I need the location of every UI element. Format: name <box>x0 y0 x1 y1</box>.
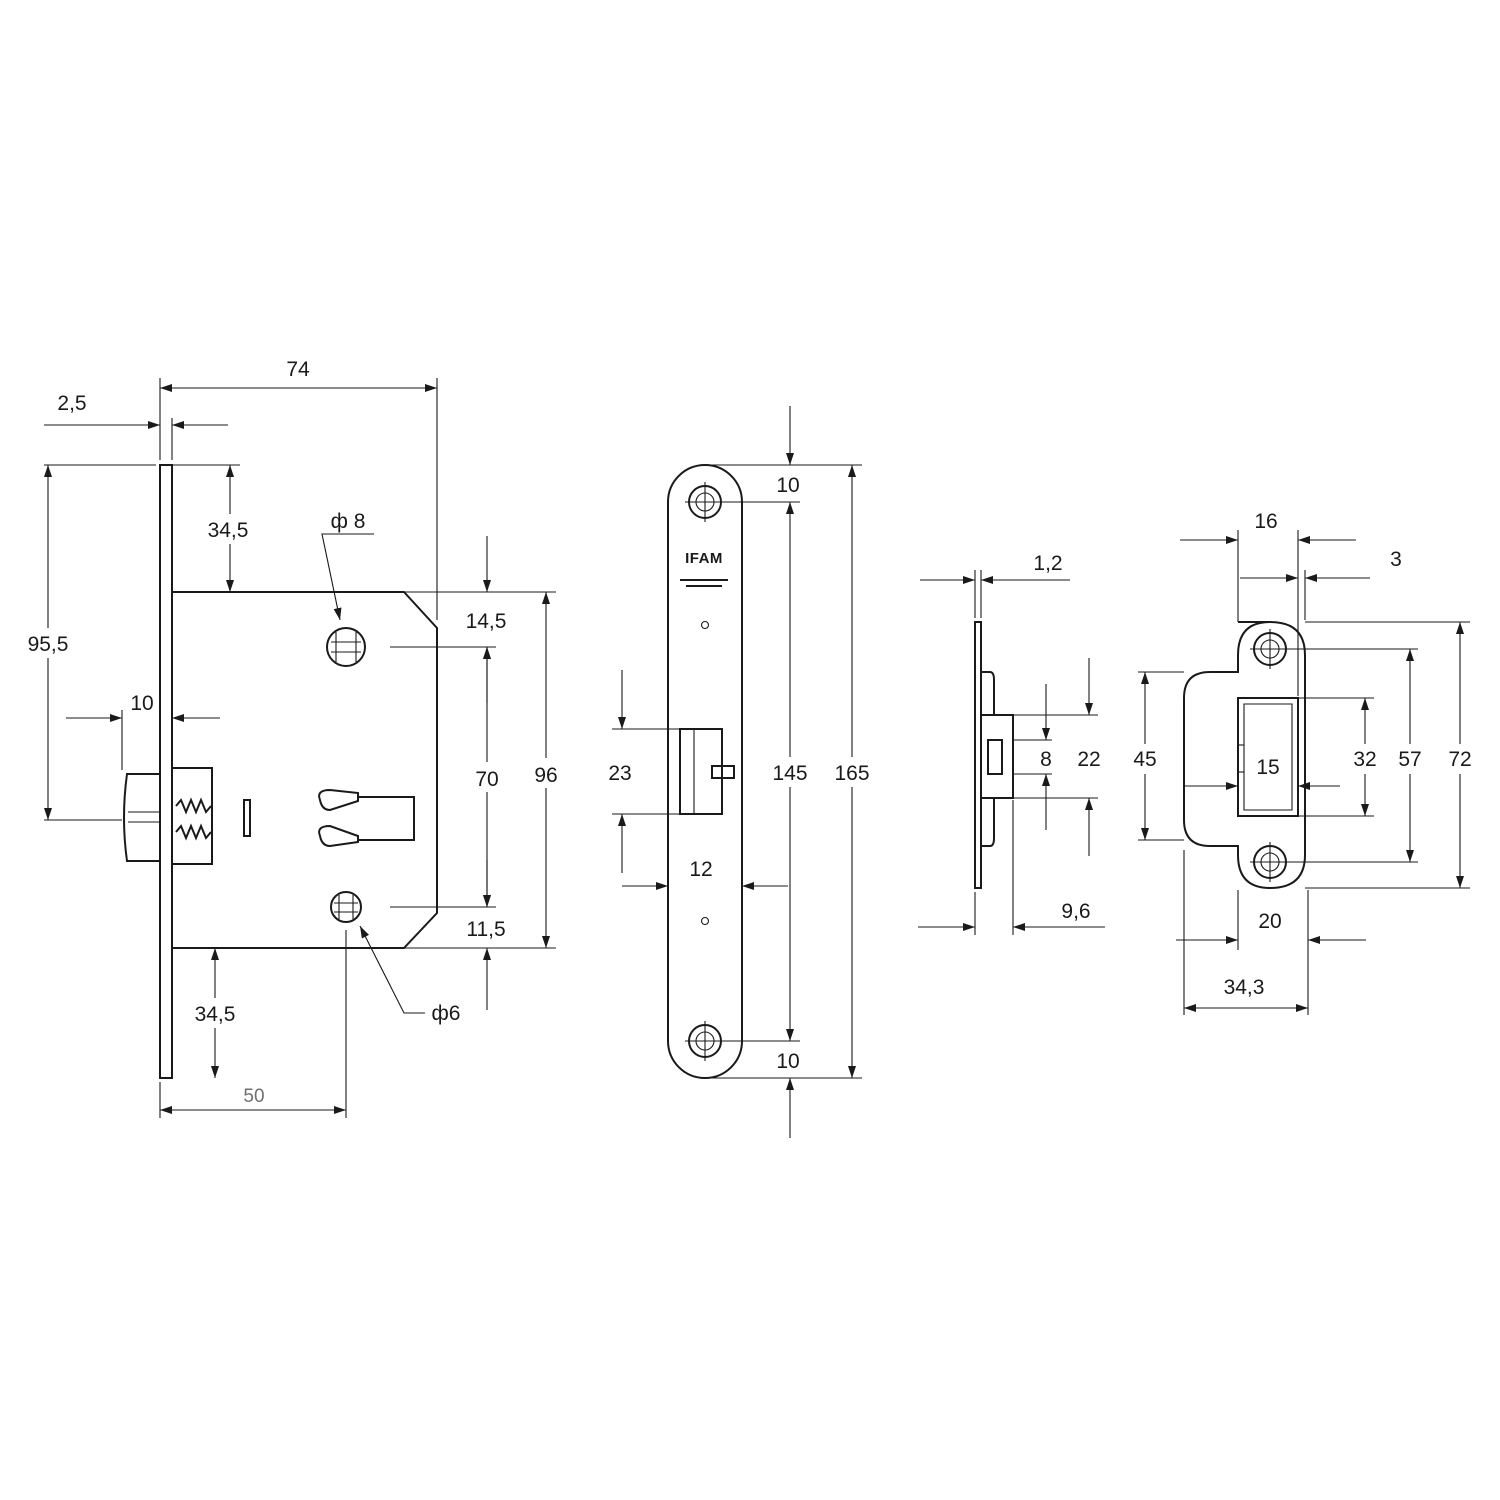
dim-9-6: 9,6 <box>1061 900 1090 923</box>
latch-spring-icon <box>175 797 212 841</box>
screw-hole-icon <box>685 482 725 522</box>
latch-bolt <box>123 767 213 865</box>
dim-16: 16 <box>1254 510 1277 533</box>
dim-14-5: 14,5 <box>466 610 507 633</box>
keyhole-icon <box>318 788 415 848</box>
dim-10-bottom: 10 <box>776 1050 799 1073</box>
dim-50: 50 <box>243 1086 264 1107</box>
lower-hole-icon <box>330 891 362 923</box>
screw-hole-icon <box>1250 842 1290 882</box>
dim-8: 8 <box>1040 748 1052 771</box>
dim-12: 12 <box>689 858 712 881</box>
dim-145: 145 <box>772 762 807 785</box>
dim-11-5: 11,5 <box>466 918 505 941</box>
dim-70: 70 <box>475 768 498 791</box>
dim-10-top: 10 <box>776 474 799 497</box>
dim-32: 32 <box>1353 748 1376 771</box>
case-slot <box>243 799 251 837</box>
dim-96: 96 <box>534 764 557 787</box>
svg-text:IFAM: IFAM <box>685 550 723 567</box>
dim-165: 165 <box>834 762 869 785</box>
dim-20: 20 <box>1258 910 1281 933</box>
dim-95-5: 95,5 <box>28 633 69 656</box>
lock-faceplate <box>159 464 173 1079</box>
dia-8-label: ф 8 <box>331 510 366 533</box>
latch-opening <box>679 728 735 815</box>
dia-6-label: ф6 <box>432 1002 461 1025</box>
dim-3: 3 <box>1390 548 1402 571</box>
dim-10-latch: 10 <box>130 692 153 715</box>
lock-body-view: 74 2,5 34,5 95,5 10 ф 8 14,5 70 96 <box>20 358 568 1118</box>
spindle-hole-icon <box>326 627 366 667</box>
dim-2-5: 2,5 <box>57 392 86 415</box>
strike-box <box>980 714 1014 799</box>
strike-opening <box>1237 697 1299 817</box>
screw-hole-icon <box>1250 629 1290 669</box>
dim-15: 15 <box>1256 756 1279 779</box>
dim-45: 45 <box>1133 748 1156 771</box>
dim-1-2: 1,2 <box>1033 552 1062 575</box>
dim-34-5-top: 34,5 <box>208 519 249 542</box>
dim-72: 72 <box>1448 748 1471 771</box>
strike-plate-view: 16 3 45 15 32 57 72 20 34,3 <box>1124 510 1482 1015</box>
small-dot-top <box>700 620 710 630</box>
faceplate-view: IFAM 10 145 10 165 <box>608 406 878 1138</box>
dim-34-3: 34,3 <box>1224 976 1265 999</box>
ifam-logo: IFAM <box>680 550 728 587</box>
screw-hole-icon <box>685 1021 725 1061</box>
small-dot-bottom <box>700 916 710 926</box>
dim-22: 22 <box>1077 748 1100 771</box>
dim-57: 57 <box>1398 748 1421 771</box>
strike-side-view: 1,2 8 22 9,6 <box>918 552 1105 935</box>
dim-34-5-bottom: 34,5 <box>195 1003 236 1026</box>
dim-74: 74 <box>286 358 310 381</box>
dim-23: 23 <box>608 762 631 785</box>
